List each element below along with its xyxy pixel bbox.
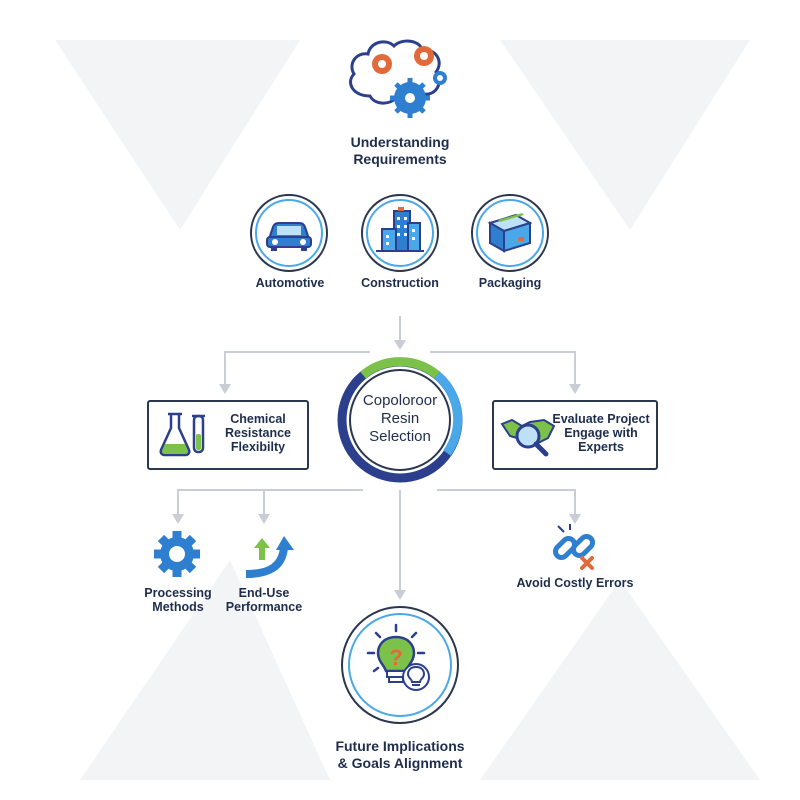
right-box-line3: Experts xyxy=(578,440,624,454)
curved-arrow-icon xyxy=(245,536,294,578)
broken-chain-icon xyxy=(552,524,596,570)
automotive-circle xyxy=(250,194,328,272)
bottom-title-line1: Future Implications xyxy=(335,738,465,754)
processing-line2: Methods xyxy=(152,600,204,614)
connector-lines xyxy=(177,316,576,590)
automotive-label: Automotive xyxy=(255,276,325,290)
packaging-circle xyxy=(471,194,549,272)
construction-label: Construction xyxy=(361,276,439,290)
construction-circle xyxy=(361,194,439,272)
chemical-resistance-text: Chemical Resistance Flexibilty xyxy=(216,412,300,454)
svg-text:?: ? xyxy=(389,645,402,670)
end-use-label: End-Use Performance xyxy=(214,586,314,614)
center-line2: Resin xyxy=(380,410,420,427)
evaluate-project-text: Evaluate Project Engage with Experts xyxy=(551,412,651,454)
background-triangles xyxy=(55,40,760,780)
left-box-line3: Flexibilty xyxy=(230,440,286,454)
box-icon xyxy=(487,213,533,253)
chemical-resistance-box xyxy=(147,400,309,470)
processing-line1: Processing xyxy=(144,586,212,600)
left-box-line2: Resistance xyxy=(224,426,291,440)
lab-flask-icon xyxy=(159,412,205,457)
brain-gears-icon xyxy=(349,39,447,118)
end-use-line2: Performance xyxy=(225,600,303,614)
center-line1: Copoloroor xyxy=(362,392,438,409)
right-box-line1: Evaluate Project xyxy=(552,412,650,426)
car-icon xyxy=(266,222,312,251)
top-title-line2: Requirements xyxy=(353,151,447,167)
top-title-line1: Understanding xyxy=(350,134,450,150)
top-title: Understanding Requirements xyxy=(320,134,480,168)
avoid-errors-label: Avoid Costly Errors xyxy=(516,576,634,590)
processing-label: Processing Methods xyxy=(128,586,228,614)
packaging-label: Packaging xyxy=(478,276,542,290)
bottom-title-line2: & Goals Alignment xyxy=(337,755,463,771)
future-circle: ? xyxy=(341,606,459,724)
center-ring xyxy=(337,357,463,483)
lightbulb-question-icon: ? xyxy=(366,623,430,691)
building-icon xyxy=(376,207,424,252)
center-title: Copoloroor Resin Selection xyxy=(349,392,451,446)
connector-arrowheads xyxy=(172,340,581,600)
right-box-line2: Engage with xyxy=(564,426,638,440)
center-line3: Selection xyxy=(369,428,431,445)
left-box-line1: Chemical xyxy=(230,412,286,426)
handshake-magnifier-icon xyxy=(500,418,556,457)
end-use-line1: End-Use xyxy=(238,586,290,600)
bottom-title: Future Implications & Goals Alignment xyxy=(300,738,500,772)
gear-icon xyxy=(154,531,200,577)
